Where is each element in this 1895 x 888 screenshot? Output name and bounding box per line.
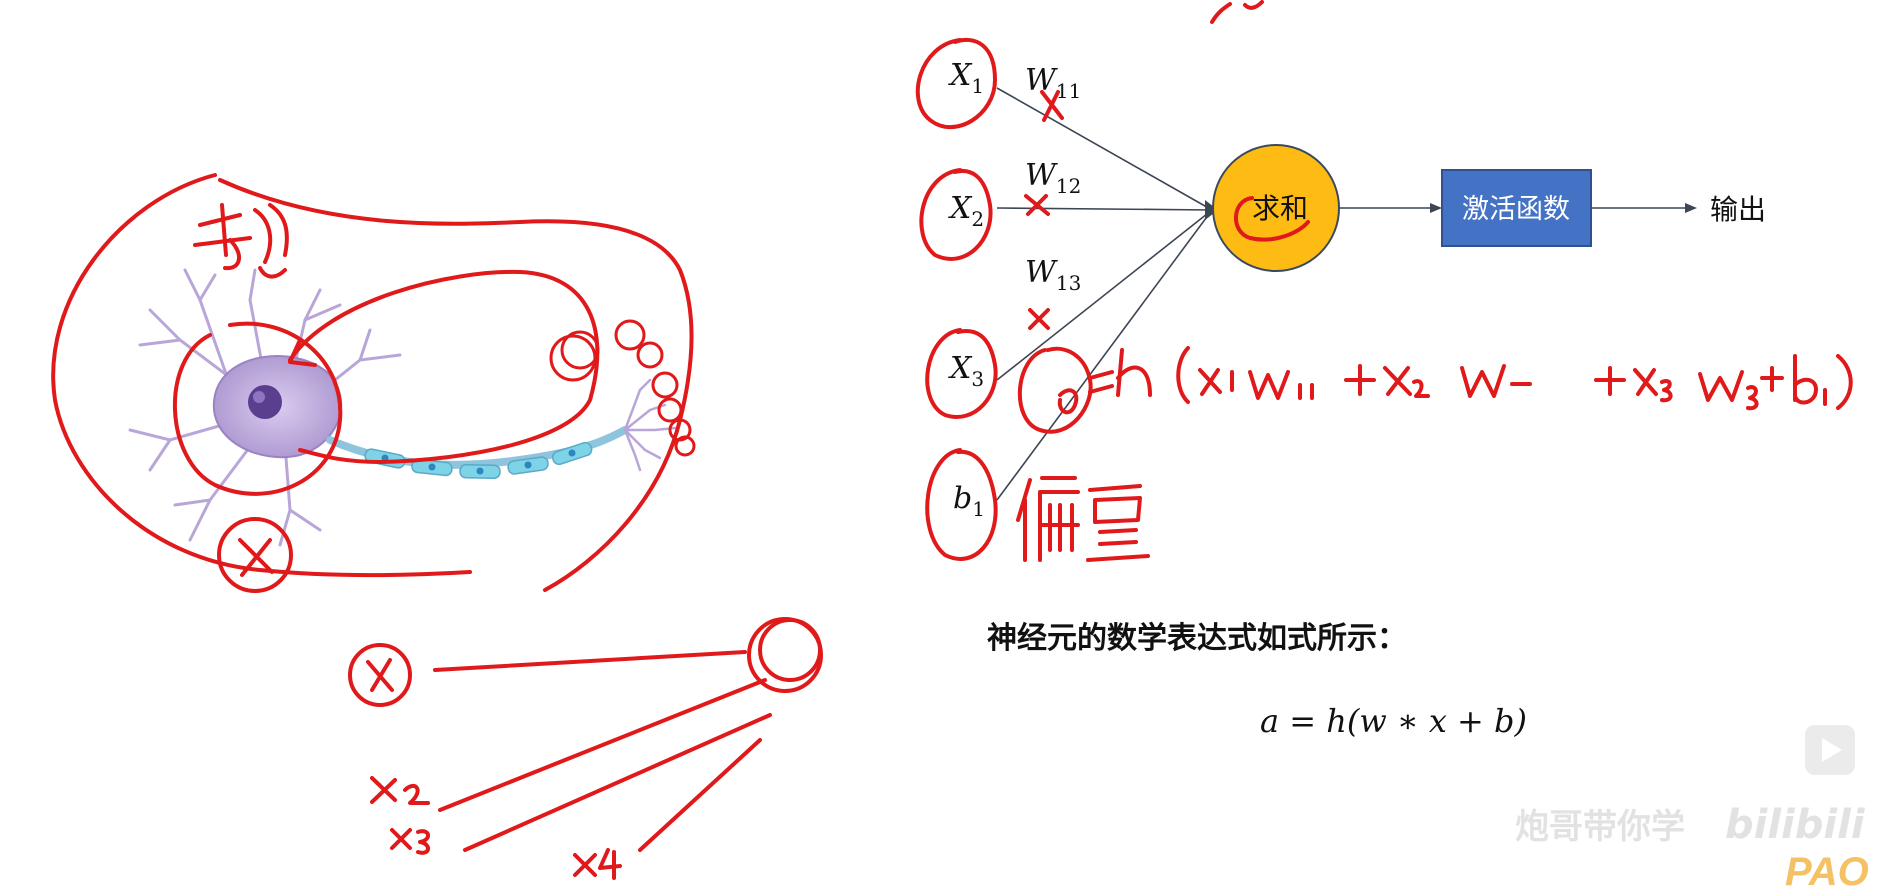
input-b1: b1 (953, 481, 985, 521)
ink-cross-w11 (1040, 90, 1064, 122)
ink-mark-sum (1234, 196, 1310, 242)
ink-cross-w13 (1028, 308, 1050, 330)
ink-circle-input-x3 (925, 328, 998, 419)
ink-char-pian (1016, 476, 1080, 562)
ink-label-x3 (390, 828, 430, 855)
ink-circle-input-x2 (919, 168, 993, 261)
ink-equals (1088, 370, 1114, 394)
ink-formula-w13 (1698, 370, 1759, 411)
output-label: 输出 (1710, 193, 1766, 226)
ink-label-x4 (573, 848, 622, 880)
ink-cross-w12 (1024, 194, 1050, 216)
ink-char-dian (253, 203, 289, 279)
ink-x-input (238, 538, 274, 577)
ink-circle-input-b1 (925, 448, 998, 561)
ink-char-jie (193, 203, 252, 271)
edge-b1 (996, 209, 1213, 501)
ink-formula-x1 (1198, 368, 1234, 396)
ink-formula-x2 (1383, 366, 1430, 398)
ink-formula-w12 (1460, 364, 1532, 398)
formula: a = h(w ∗ x + b) (1260, 702, 1527, 740)
ink-circle-input-x1 (915, 37, 997, 130)
ink-formula-plus-1 (1344, 364, 1376, 396)
ink-arrowhead-soma (288, 338, 317, 367)
ink-line-x4 (638, 738, 762, 852)
handwritten-annotations (51, 0, 1853, 880)
ink-char-zhi (1086, 484, 1150, 562)
weight-w12: W12 (1025, 158, 1081, 198)
ink-formula-plus-2 (1594, 366, 1626, 396)
ink-terminal-circles (549, 319, 696, 457)
ink-formula-b1 (1793, 354, 1827, 406)
sum-node-label: 求和 (1252, 192, 1308, 225)
play-icon (1822, 738, 1842, 762)
edge-head (1205, 200, 1218, 220)
ink-circle-x1 (348, 643, 412, 707)
ink-circle-x-input (217, 517, 293, 593)
watermark-site: bilibili (1725, 802, 1866, 848)
axon-terminals (623, 378, 677, 472)
ink-line-x3 (463, 713, 772, 852)
nucleolus (253, 391, 265, 403)
input-x3: X3 (948, 351, 984, 391)
activation-label: 激活函数 (1462, 194, 1570, 225)
ink-line-x1 (433, 650, 747, 672)
ink-loop-right (218, 178, 694, 592)
corner-logo: PAO (1785, 850, 1869, 888)
edge-x1 (996, 87, 1213, 211)
ink-circle-soma (172, 321, 343, 496)
ink-formula-h (1116, 348, 1152, 397)
ink-formula-paren-open (1176, 346, 1190, 404)
activation-box (1441, 169, 1592, 247)
ink-top-fragment (1210, 0, 1264, 24)
neuron-model: X1 X2 X3 b1 W11 W12 W13 求和 激活函数 输出 神经元的数… (948, 58, 1766, 740)
edge-x2 (996, 207, 1213, 211)
ink-node-2 (758, 618, 822, 682)
ink-formula-x3 (1633, 368, 1673, 403)
watermark-channel: 炮哥带你学 (1515, 807, 1685, 847)
schwann-nuclei (381, 449, 576, 475)
ink-circle-a (1018, 346, 1093, 434)
ink-formula-w11 (1248, 370, 1314, 400)
ink-a-letter (1057, 388, 1079, 415)
ink-loop-left (51, 173, 472, 578)
weight-w13: W13 (1025, 255, 1081, 295)
ink-label-x2 (370, 776, 430, 805)
weight-w11: W11 (1025, 63, 1081, 103)
nucleus (248, 385, 282, 419)
neuron-illustration (128, 268, 677, 547)
watermarks: 炮哥带你学 bilibili PAO (1515, 725, 1869, 888)
ink-line-x2 (438, 678, 767, 812)
ink-signal-loop (288, 269, 600, 464)
input-x1: X1 (948, 58, 984, 98)
ink-x1 (366, 658, 394, 692)
input-x2: X2 (948, 191, 984, 231)
caption: 神经元的数学表达式如式所示： (987, 621, 1407, 656)
edge-x3 (996, 209, 1213, 381)
ink-formula-paren-close (1836, 354, 1853, 410)
ink-formula-plus-3 (1760, 366, 1784, 392)
